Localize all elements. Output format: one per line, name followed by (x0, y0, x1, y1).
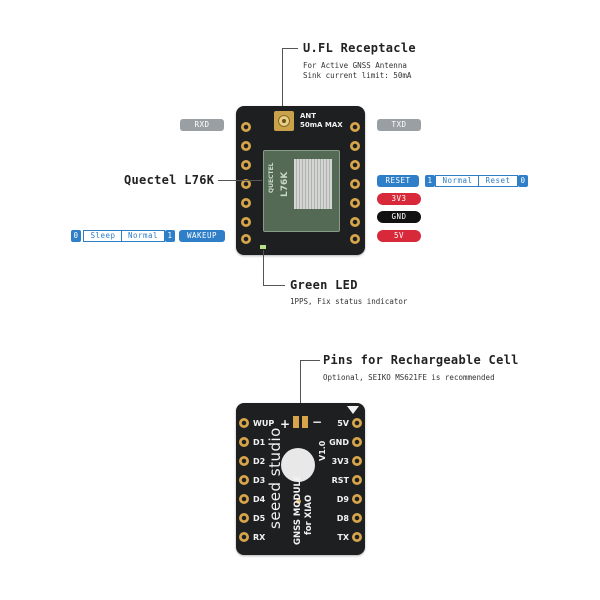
orientation-marker (347, 406, 359, 414)
reset-normal: Normal (435, 175, 480, 187)
module-silk: GNSS MODULE (293, 475, 303, 545)
cell-leader-v (300, 360, 301, 415)
pad (239, 437, 249, 447)
version-silk: V1.0 (318, 440, 327, 461)
pin-wakeup: WAKEUP (179, 230, 225, 242)
pad (241, 160, 251, 170)
ufl-leader-v (282, 48, 283, 106)
gnss-board-top: ANT 50mA MAX QUECTEL L76K (236, 106, 365, 255)
quectel-label: Quectel L76K (124, 173, 215, 187)
pin-gnd: GND (377, 211, 421, 223)
reset-one: 1 (425, 175, 435, 187)
pad (350, 234, 360, 244)
plus-sign: + (280, 417, 291, 431)
pad (241, 234, 251, 244)
pad (239, 475, 249, 485)
green-led-title: Green LED (290, 278, 358, 292)
pad (241, 122, 251, 132)
ufl-connector (274, 111, 294, 131)
quectel-leader (218, 180, 262, 181)
pad (350, 179, 360, 189)
chip-mark-quectel: QUECTEL (268, 162, 275, 194)
pad (241, 217, 251, 227)
green-led (260, 245, 266, 249)
pad (350, 198, 360, 208)
ufl-sub2: Sink current limit: 50mA (303, 71, 412, 80)
green-led-sub: 1PPS, Fix status indicator (290, 297, 408, 306)
pad (241, 141, 251, 151)
pad (350, 122, 360, 132)
pad (352, 437, 362, 447)
pin-rxd: RXD (180, 119, 224, 131)
test-pad (281, 448, 315, 482)
right-pin-label: D9 (336, 495, 349, 504)
pad (241, 179, 251, 189)
pad (350, 217, 360, 227)
pad (352, 513, 362, 523)
right-pin-label: 3V3 (331, 457, 349, 466)
wakeup-one: 1 (165, 230, 175, 242)
pin-reset: RESET (377, 175, 419, 187)
via (296, 499, 301, 504)
pad (239, 532, 249, 542)
led-leader-h (263, 285, 285, 286)
pad (239, 456, 249, 466)
wakeup-zero: 0 (71, 230, 81, 242)
minus-sign: − (312, 415, 323, 429)
gnss-board-bottom: + − seeed studio GNSS MODULE for XIAO V1… (236, 403, 365, 555)
cell-title: Pins for Rechargeable Cell (323, 353, 519, 367)
left-pin-label: D4 (253, 495, 266, 504)
reset-reset: Reset (478, 175, 518, 187)
brand-silk: seeed studio (266, 427, 284, 529)
pad (241, 198, 251, 208)
left-pin-label: RX (253, 533, 266, 542)
pad (239, 513, 249, 523)
right-pin-label: D8 (336, 514, 349, 523)
pin-3v3: 3V3 (377, 193, 421, 205)
pad (352, 456, 362, 466)
pad (239, 418, 249, 428)
quectel-l76k-module: QUECTEL L76K (263, 150, 340, 232)
pin-txd: TXD (377, 119, 421, 131)
cell-pin-minus (302, 416, 308, 428)
left-pin-label: D1 (253, 438, 266, 447)
led-leader-v (263, 250, 264, 285)
left-pin-label: D3 (253, 476, 266, 485)
ufl-sub1: For Active GNSS Antenna (303, 61, 407, 70)
wakeup-sleep: Sleep (83, 230, 123, 242)
ufl-leader-h (282, 48, 298, 49)
wakeup-normal: Normal (121, 230, 165, 242)
pin-5v: 5V (377, 230, 421, 242)
pad (350, 160, 360, 170)
chip-mark-l76k: L76K (280, 171, 290, 197)
pad (352, 494, 362, 504)
pad (352, 532, 362, 542)
right-pin-label: RST (331, 476, 349, 485)
pad (239, 494, 249, 504)
cell-sub: Optional, SEIKO MS621FE is recommended (323, 373, 495, 382)
ufl-title: U.FL Receptacle (303, 41, 416, 55)
ant-current-silk: 50mA MAX (300, 121, 343, 129)
left-pin-label: D2 (253, 457, 266, 466)
right-pin-label: 5V (337, 419, 349, 428)
reset-zero: 0 (518, 175, 528, 187)
pad (350, 141, 360, 151)
qr-code (294, 159, 332, 209)
xiao-silk: for XIAO (304, 494, 314, 535)
left-pin-label: WUP (253, 419, 275, 428)
pad (352, 418, 362, 428)
left-pin-label: D5 (253, 514, 266, 523)
right-pin-label: GND (329, 438, 349, 447)
cell-pin-plus (293, 416, 299, 428)
cell-leader-h (300, 360, 320, 361)
right-pin-label: TX (337, 533, 349, 542)
pad (352, 475, 362, 485)
ant-silk: ANT (300, 112, 317, 120)
